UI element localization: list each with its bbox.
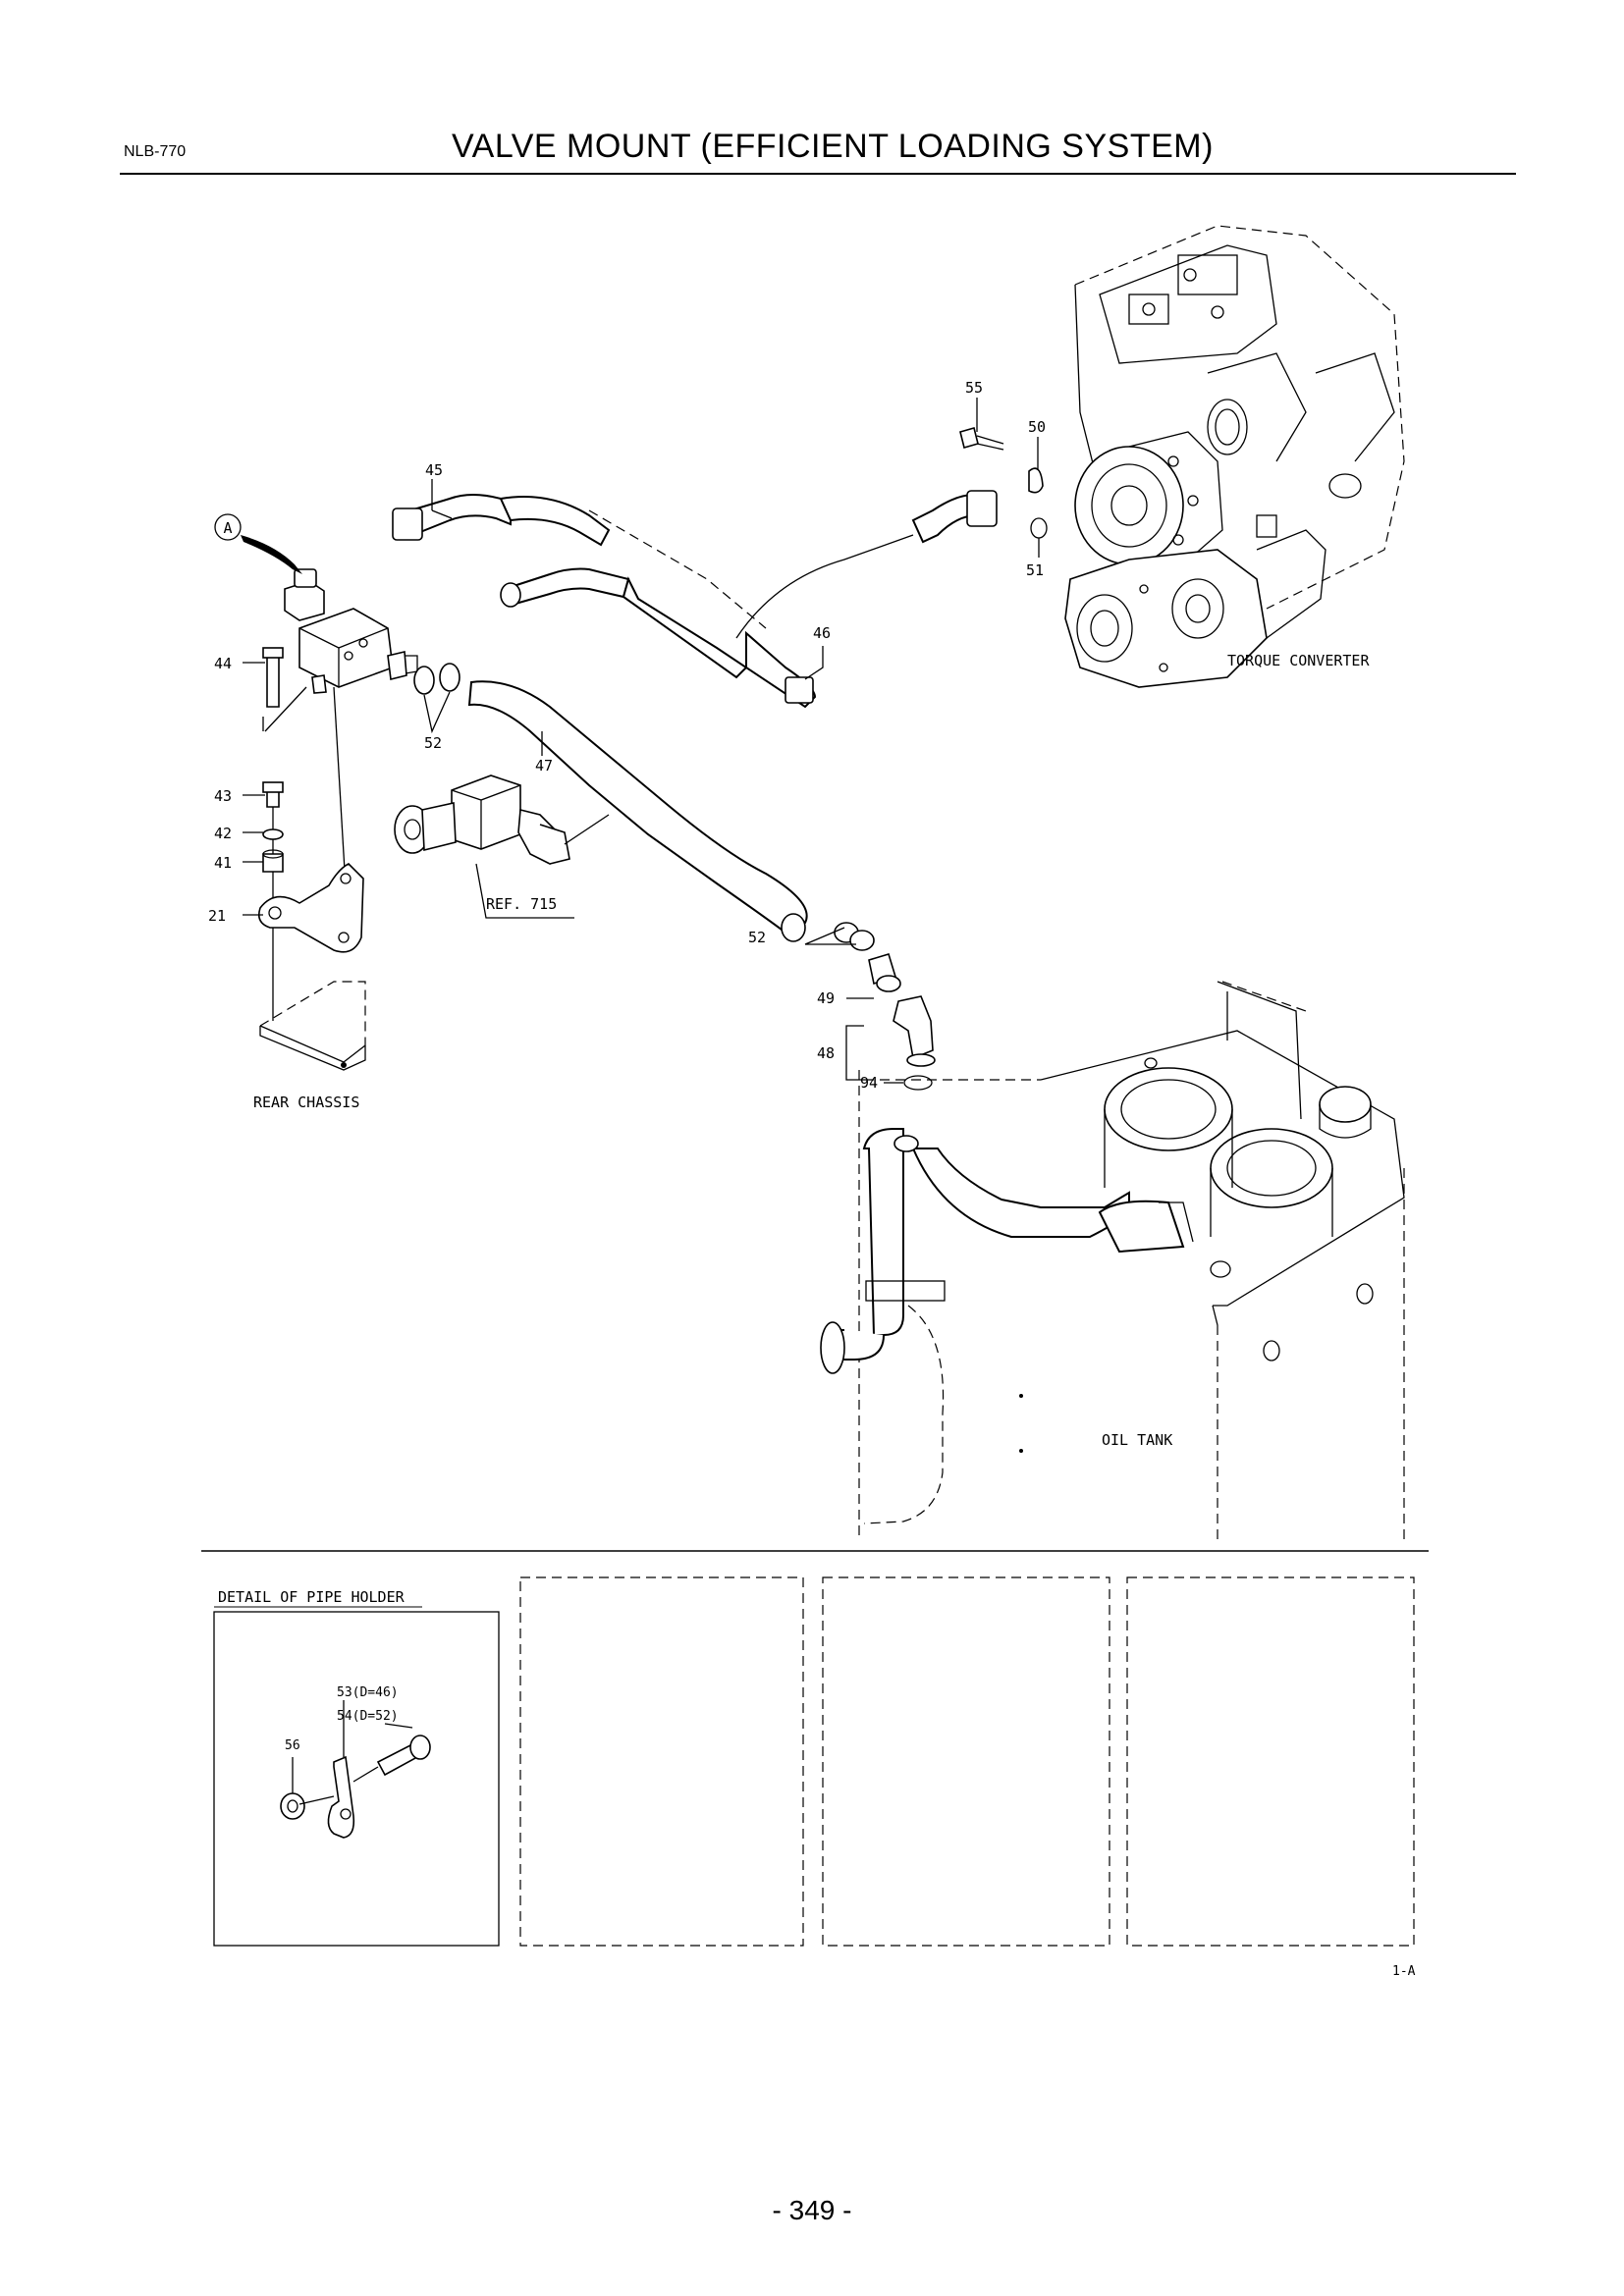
callout-51: 51: [1026, 561, 1044, 579]
header-rule: [120, 173, 1516, 175]
callout-47: 47: [535, 757, 553, 774]
hose-routing: [392, 490, 998, 942]
rear-chassis-label: REAR CHASSIS: [253, 1094, 359, 1111]
oil-tank-drawing: [820, 981, 1405, 1541]
callout-42: 42: [214, 825, 232, 842]
callout-56: 56: [285, 1738, 300, 1753]
callout-50: 50: [1028, 418, 1046, 436]
callout-53: 53(D=46): [337, 1685, 399, 1700]
callout-21: 21: [208, 907, 226, 925]
detail-title: DETAIL OF PIPE HOLDER: [218, 1588, 406, 1606]
callout-49: 49: [817, 989, 835, 1007]
callout-46: 46: [813, 624, 831, 642]
callout-94: 94: [860, 1074, 878, 1092]
detail-pipe-holder-panel: DETAIL OF PIPE HOLDER 53(D=46) 54(D=52) …: [213, 1588, 500, 1947]
ref-715-valve-drawing: [394, 774, 610, 919]
callout-48: 48: [817, 1044, 835, 1062]
callout-55: 55: [965, 379, 983, 397]
torque-converter-label: TORQUE CONVERTER: [1227, 652, 1370, 669]
callout-43: 43: [214, 787, 232, 805]
callout-52-upper: 52: [424, 734, 442, 752]
tank-fittings-drawing: [834, 922, 936, 1091]
view-a-indicator: [214, 513, 302, 574]
empty-panel-3: [1126, 1576, 1415, 1947]
ref-715-label: REF. 715: [486, 895, 557, 913]
document-code: NLB-770: [124, 143, 187, 160]
callout-52-lower: 52: [748, 929, 766, 946]
torque-converter-drawing: [1064, 225, 1405, 688]
valve-block-drawing: [262, 568, 460, 1021]
callout-44: 44: [214, 655, 232, 672]
callout-45: 45: [425, 461, 443, 479]
oil-tank-label: OIL TANK: [1102, 1431, 1172, 1449]
callout-41: 41: [214, 854, 232, 872]
empty-panel-1: [519, 1576, 804, 1947]
page-number: - 349 -: [772, 2195, 852, 2225]
callout-54: 54(D=52): [337, 1709, 399, 1724]
view-a-label: A: [223, 519, 232, 537]
bracket-and-chassis-drawing: [257, 781, 366, 1071]
sheet-reference: 1-A: [1392, 1964, 1416, 1979]
page-title: VALVE MOUNT (EFFICIENT LOADING SYSTEM): [452, 128, 1214, 165]
leader-lines: [243, 398, 1040, 1084]
empty-panel-2: [822, 1576, 1110, 1947]
